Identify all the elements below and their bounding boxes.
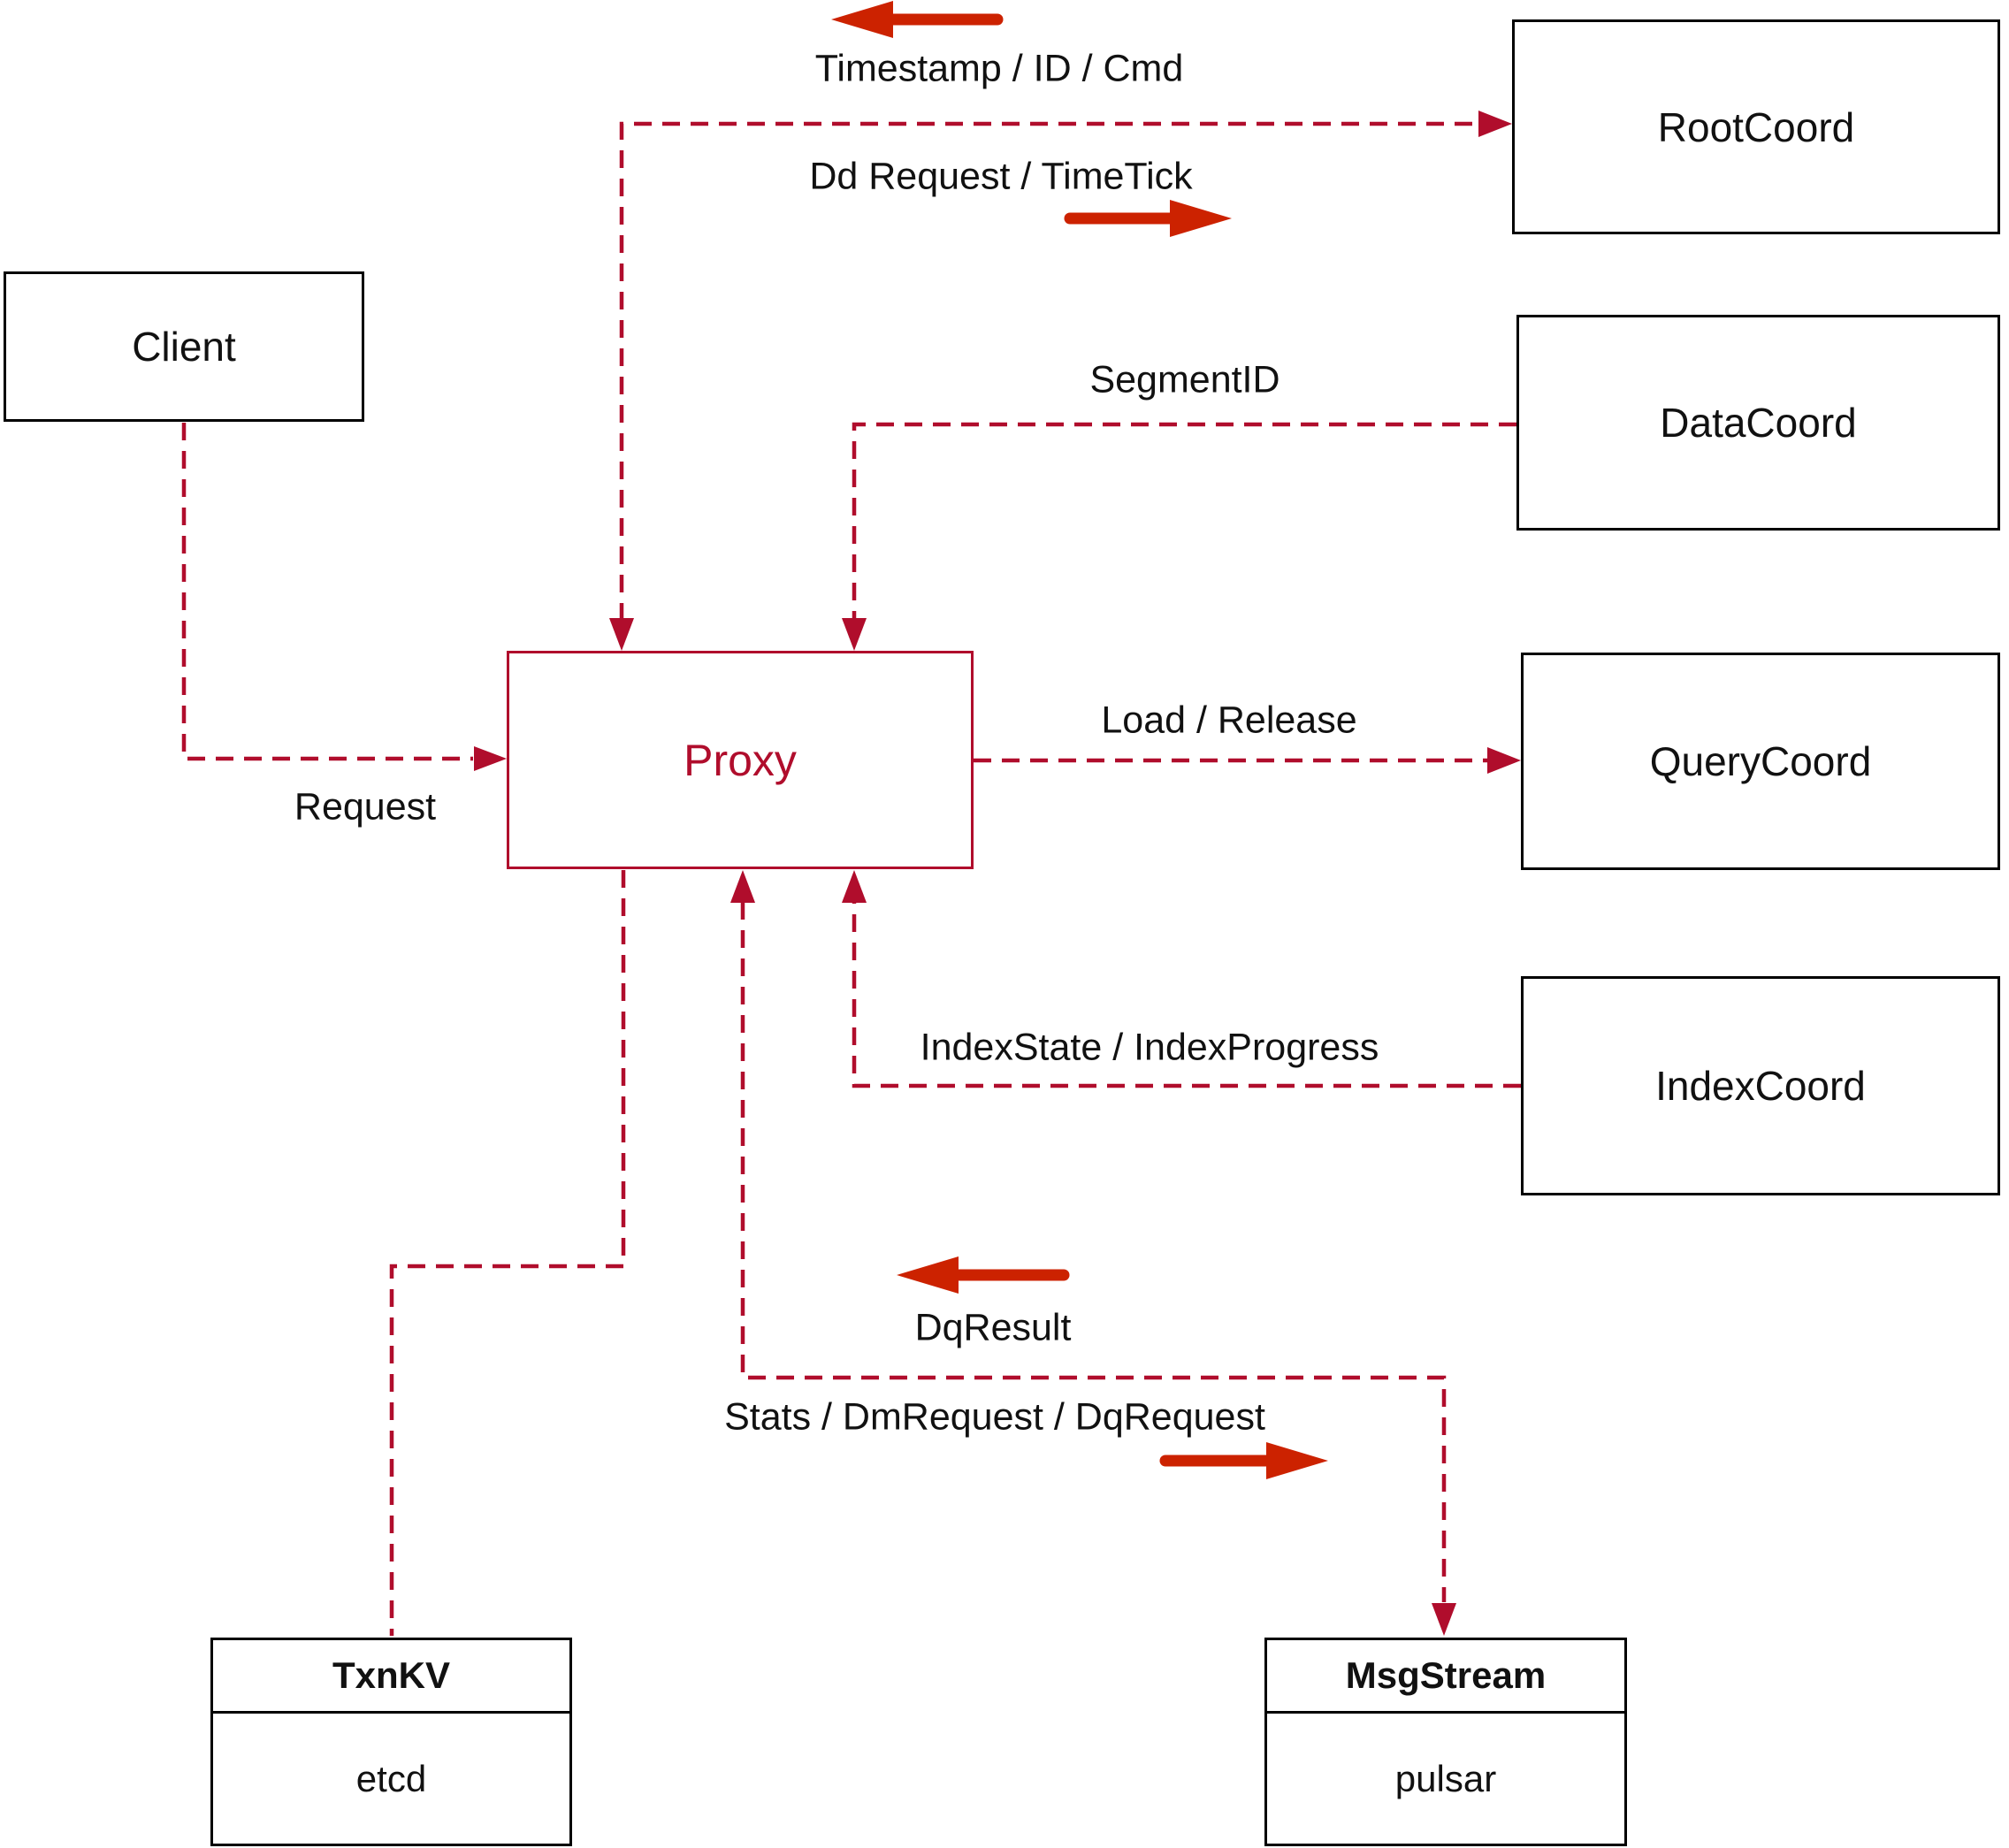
node-txnkv: TxnKV etcd: [210, 1638, 572, 1846]
arrowhead-into-proxy-top-right: [842, 618, 867, 651]
node-msgstream-subtitle: pulsar: [1394, 1757, 1497, 1799]
node-indexcoord: IndexCoord: [1521, 976, 2000, 1195]
arrowhead-into-querycoord: [1487, 747, 1521, 774]
arrowhead-into-proxy-bottom-mid: [730, 870, 755, 903]
node-rootcoord-label: RootCoord: [1657, 103, 1855, 150]
connector-proxy-msgstream: [740, 902, 1447, 1602]
node-proxy: Proxy: [507, 651, 974, 869]
node-client: Client: [4, 271, 364, 422]
arrowhead-into-proxy-bottom-right: [842, 870, 867, 903]
node-client-label: Client: [132, 324, 236, 370]
edge-label-load-release: Load / Release: [1101, 699, 1357, 742]
arrowhead-into-rootcoord: [1478, 111, 1512, 137]
node-querycoord-label: QueryCoord: [1649, 738, 1872, 784]
edge-label-request: Request: [294, 785, 437, 829]
node-proxy-label: Proxy: [684, 735, 797, 785]
edge-label-stats-dmrequest-dqrequest: Stats / DmRequest / DqRequest: [724, 1395, 1265, 1439]
node-datacoord-label: DataCoord: [1660, 400, 1857, 446]
arrowhead-into-msgstream: [1432, 1603, 1456, 1636]
node-querycoord: QueryCoord: [1521, 653, 2000, 870]
arrowhead-into-proxy-top-left: [609, 618, 634, 651]
connector-proxy-txnkv: [389, 870, 626, 1636]
edge-label-dd-request-timetick: Dd Request / TimeTick: [809, 155, 1193, 198]
node-datacoord: DataCoord: [1516, 315, 2000, 531]
connector-indexcoord-proxy: [852, 902, 1521, 1088]
node-rootcoord: RootCoord: [1512, 19, 2000, 234]
connector-client-proxy: [181, 423, 473, 761]
edge-label-indexstate-indexprogress: IndexState / IndexProgress: [920, 1026, 1379, 1069]
node-txnkv-subtitle: etcd: [355, 1757, 427, 1799]
node-msgstream-title: MsgStream: [1267, 1640, 1624, 1714]
arrowhead-into-proxy-left: [474, 746, 507, 771]
node-indexcoord-label: IndexCoord: [1655, 1063, 1866, 1109]
node-msgstream: MsgStream pulsar: [1264, 1638, 1627, 1846]
edge-label-segmentid: SegmentID: [1089, 358, 1280, 401]
edge-label-timestamp-id-cmd: Timestamp / ID / Cmd: [814, 47, 1184, 90]
edge-label-dqresult: DqResult: [914, 1306, 1072, 1349]
connector-proxy-rootcoord: [619, 121, 1478, 621]
node-txnkv-title: TxnKV: [213, 1640, 569, 1714]
connector-datacoord-proxy: [852, 422, 1516, 621]
